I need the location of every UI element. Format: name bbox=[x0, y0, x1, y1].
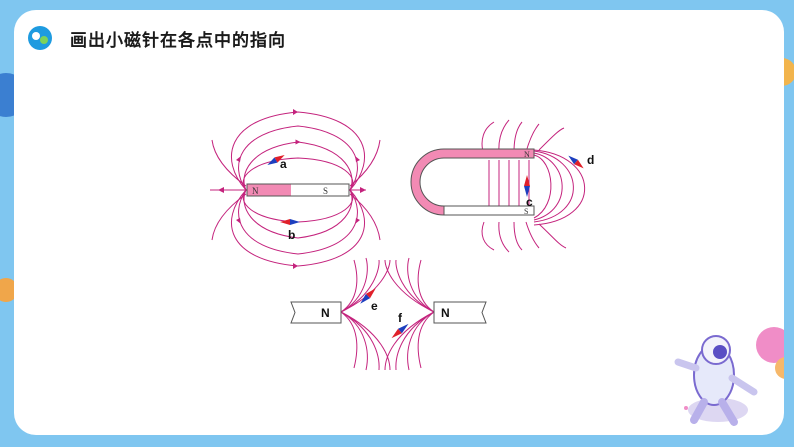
facing-magnets-field bbox=[340, 257, 435, 371]
bar-magnet-arrows bbox=[218, 109, 366, 269]
logo-icon bbox=[28, 26, 52, 50]
needle-label-c: c bbox=[526, 195, 533, 209]
horseshoe-field bbox=[481, 119, 586, 253]
needle-label-e: e bbox=[371, 299, 378, 313]
magnetic-field-diagram: N S a b bbox=[210, 109, 784, 426]
bar-magnet-north-label: N bbox=[252, 186, 259, 196]
left-magnet-north-label: N bbox=[321, 306, 330, 320]
needle-label-b: b bbox=[288, 228, 295, 242]
slide-canvas: 画出小磁针在各点中的指向 bbox=[14, 10, 784, 435]
page-title: 画出小磁针在各点中的指向 bbox=[70, 30, 286, 51]
needle-label-a: a bbox=[280, 157, 287, 171]
compass-needle-f bbox=[391, 323, 409, 339]
planet-icon-bottom bbox=[0, 278, 18, 302]
right-magnet-north-label: N bbox=[441, 306, 450, 320]
compass-needle-a bbox=[267, 155, 285, 165]
bar-magnet: N S bbox=[246, 183, 350, 197]
horseshoe-north-label: N bbox=[524, 150, 530, 159]
horseshoe-magnet: N S bbox=[410, 148, 535, 216]
astronaut-illustration bbox=[674, 327, 784, 426]
compass-needle-b bbox=[280, 219, 300, 225]
bar-magnet-field bbox=[210, 111, 381, 267]
needle-label-d: d bbox=[587, 153, 594, 167]
compass-needle-e bbox=[360, 288, 376, 304]
bar-magnet-south-label: S bbox=[323, 186, 328, 196]
facing-magnets: N N bbox=[290, 301, 487, 324]
title-bar: 画出小磁针在各点中的指向 bbox=[26, 24, 286, 52]
needle-label-f: f bbox=[398, 311, 403, 325]
compass-needle-d bbox=[568, 155, 584, 169]
compass-needle-c bbox=[524, 175, 530, 197]
horseshoe-south-label: S bbox=[524, 207, 528, 216]
